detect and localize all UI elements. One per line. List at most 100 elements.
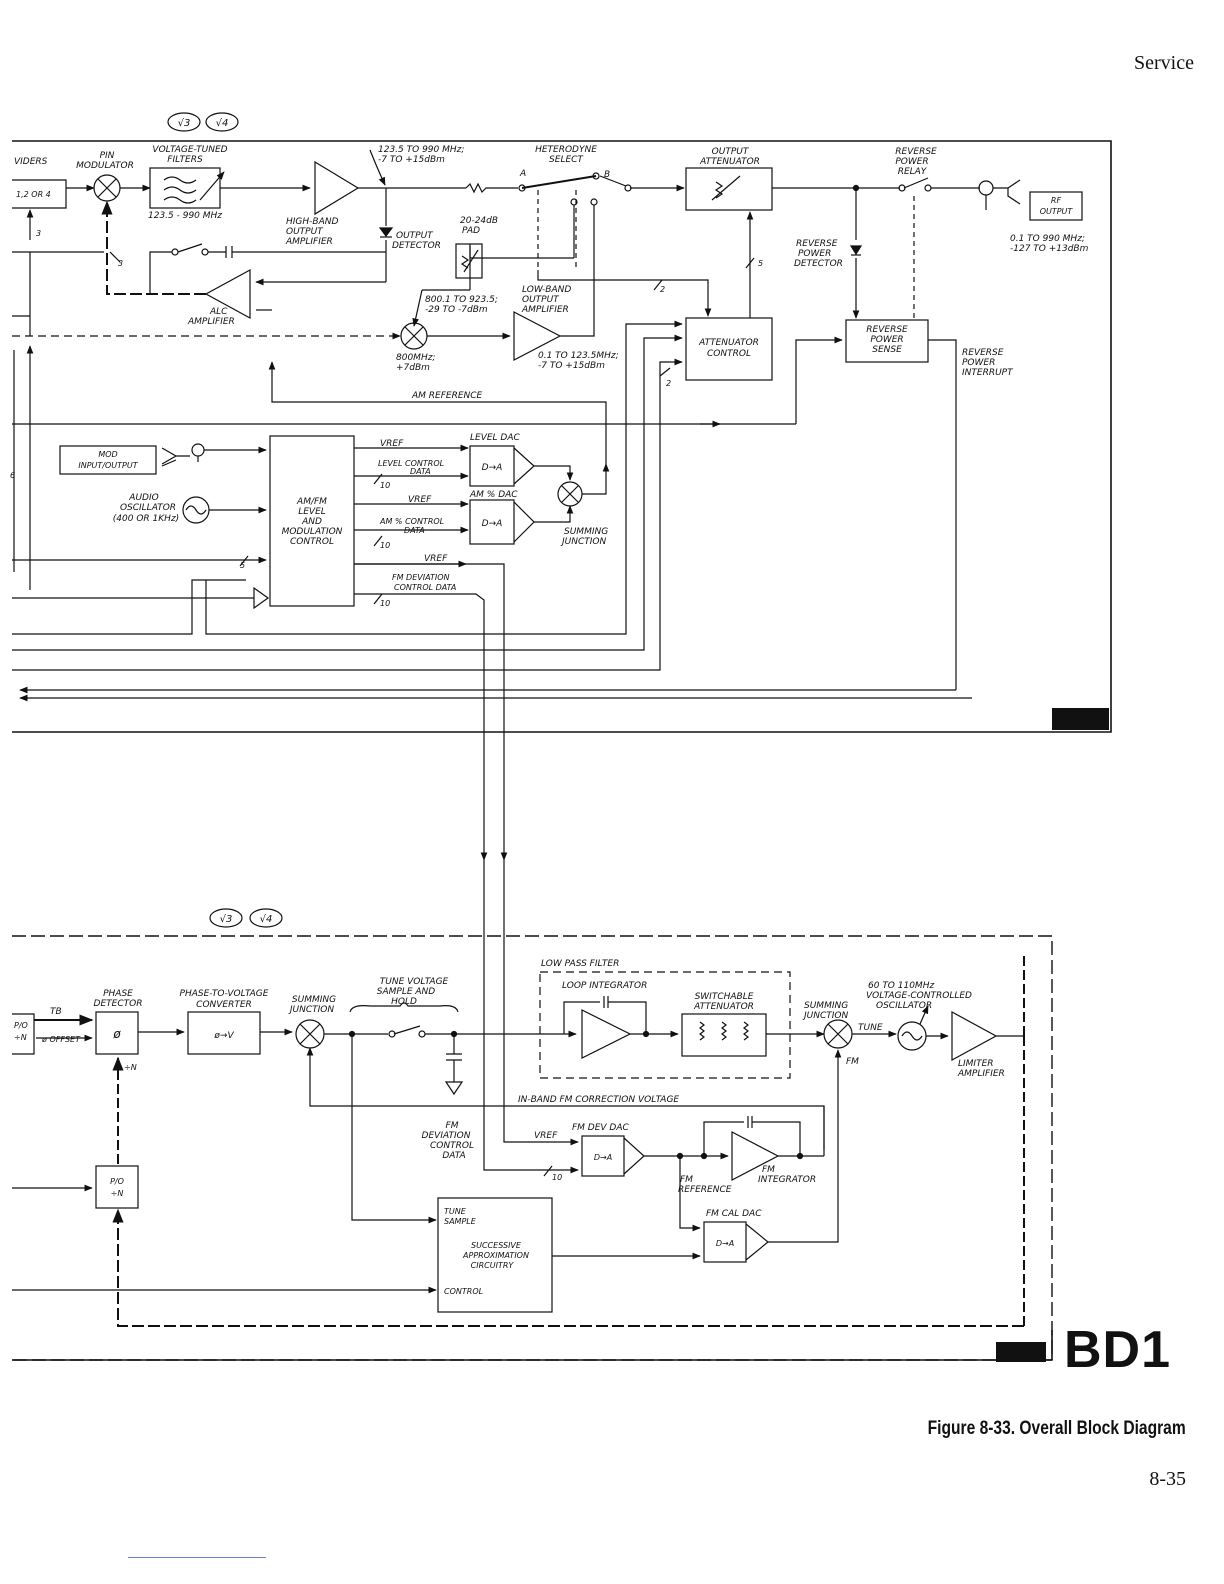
label-pd-div-1: ÷N: [14, 1033, 27, 1042]
successive-approximation-circuitry: [437, 1197, 553, 1313]
label-hb-amp-1: OUTPUT: [286, 227, 324, 237]
alc-amplifier: [204, 268, 251, 320]
page-header: Service: [1134, 52, 1194, 74]
label-rev-det-1: POWER: [798, 249, 831, 259]
label-amfm-ctrl-1: LEVEL: [298, 507, 326, 517]
label-rf-range-0: 0.1 TO 990 MHz;: [1010, 234, 1085, 244]
attenuator-control: [685, 317, 773, 381]
label-labels-vref: VREF: [380, 439, 404, 449]
label-lo-freq-1: +7dBm: [396, 363, 430, 373]
label-labels-d-to-a: D→A: [482, 463, 503, 473]
label-lo-freq-0: 800MHz;: [396, 353, 435, 363]
label-fm-dev-ctrl-2: CONTROL: [430, 1141, 474, 1151]
label-labels-level-dac: LEVEL DAC: [470, 433, 521, 443]
output-attenuator: [685, 167, 773, 211]
label-rev-int-2: INTERRUPT: [962, 368, 1014, 378]
label-sac-3: APPROXIMATION: [462, 1251, 529, 1260]
label-labels-vref: VREF: [424, 554, 448, 564]
label-audio-osc-0: AUDIO: [128, 493, 158, 503]
label-bus-8: 10: [380, 599, 390, 608]
fm-cal-dac: [703, 1221, 747, 1263]
label-labels-d-to-a: D→A: [716, 1239, 734, 1248]
bd3-label: BD3: [1006, 1346, 1036, 1361]
label-sac-4: CIRCUITRY: [471, 1261, 515, 1270]
limiter-amplifier: [951, 1010, 998, 1062]
label-fm-ref-0: FM: [680, 1175, 693, 1185]
label-rev-sense-1: POWER: [870, 335, 903, 345]
label-refs-1: √4: [216, 118, 229, 129]
label-amfm-ctrl-4: CONTROL: [290, 537, 334, 547]
label-rev-relay-2: RELAY: [898, 167, 928, 177]
label-amfm-ctrl-0: AM/FM: [296, 497, 327, 507]
label-tv-sh-0: TUNE VOLTAGE: [380, 977, 449, 987]
low-band-output-amplifier: [513, 311, 562, 361]
label-atten-ctrl-1: CONTROL: [707, 349, 751, 359]
label-out-det-0: OUTPUT: [396, 231, 434, 241]
label-out-det-1: DETECTOR: [392, 241, 441, 251]
label-labels-fm-dev-dac: FM DEV DAC: [572, 1123, 630, 1133]
label-level-data-0: LEVEL CONTROL: [378, 459, 444, 468]
label-rev-relay-1: POWER: [895, 157, 928, 167]
bd2-frame: [12, 140, 1112, 733]
label-het-sel-0: HETERODYNE: [535, 145, 597, 155]
label-labels-pv-sym: ø→V: [213, 1031, 234, 1041]
label-labels-bus: 10: [552, 1173, 562, 1182]
label-labels-d-to-a: D→A: [482, 519, 503, 529]
label-mod-io-0: MOD: [98, 450, 117, 459]
bd2-label: BD2: [1063, 711, 1097, 729]
label-out-atten-0: OUTPUT: [712, 147, 750, 157]
label-phase-det-0: PHASE: [103, 989, 133, 999]
label-pv-conv-1: CONVERTER: [196, 1000, 252, 1010]
label-limiter-0: LIMITER: [958, 1059, 994, 1069]
label-vt-filters-1: FILTERS: [167, 155, 203, 165]
label-sw-atten-0: SWITCHABLE: [695, 992, 754, 1002]
label-alc-amp-1: AMPLIFIER: [187, 317, 235, 327]
label-rev-relay-0: REVERSE: [895, 147, 937, 157]
label-rev-int-0: REVERSE: [962, 348, 1004, 358]
label-labels-phi: ø: [112, 1027, 121, 1041]
label-bus-2: 5: [758, 259, 763, 268]
label-fm-dev-data-1: CONTROL DATA: [394, 583, 456, 592]
label-rf-out-1: OUTPUT: [1040, 207, 1074, 216]
label-pv-conv-0: PHASE-TO-VOLTAGE: [180, 989, 269, 999]
sheet-id: BD1: [1064, 1321, 1172, 1379]
label-lb-range-0: 0.1 TO 123.5MHz;: [538, 351, 619, 361]
label-bus-5: 10: [380, 481, 390, 490]
pad-resistor: [465, 182, 518, 194]
label-summing-1: JUNCTION: [560, 537, 606, 547]
label-sac-2: SUCCESSIVE: [471, 1241, 522, 1250]
label-labels-tune: TUNE: [858, 1023, 883, 1033]
po-divider-lower: [95, 1165, 139, 1209]
label-sw-atten-1: ATTENUATOR: [693, 1002, 754, 1012]
fm-integrator: [731, 1131, 780, 1181]
label-summing2-0: SUMMING: [804, 1001, 848, 1011]
label-tv-sh-1: SAMPLE AND: [377, 987, 436, 997]
po-divider-left: [12, 1013, 35, 1055]
label-fm-dev-ctrl-0: FM: [446, 1121, 459, 1131]
dividers-block: [12, 179, 67, 209]
label-phase-det-1: DETECTOR: [94, 999, 143, 1009]
label-pd-div-0: P/O: [14, 1021, 28, 1030]
label-summing-0: SUMMING: [292, 995, 336, 1005]
label-labels-sw-a: A: [519, 169, 526, 179]
pad-block: [455, 243, 483, 279]
label-rev-sense-2: SENSE: [872, 345, 902, 355]
label-labels-lpf: LOW PASS FILTER: [541, 959, 619, 969]
label-pad-1: PAD: [462, 226, 480, 236]
label-lb-amp-0: LOW-BAND: [522, 285, 571, 295]
footer-rule: [128, 1557, 266, 1558]
label-rev-int-1: POWER: [962, 358, 995, 368]
rf-output-block: [1029, 191, 1083, 221]
page-number: 8-35: [1149, 1468, 1186, 1490]
label-lb-amp-2: AMPLIFIER: [521, 305, 569, 315]
label-labels-div-ratio: 1,2 OR 4: [16, 190, 51, 199]
label-pd-div2-0: P/O: [110, 1177, 124, 1186]
low-pass-filter: [539, 971, 791, 1079]
label-labels-vref: VREF: [534, 1131, 558, 1141]
label-hb-range-0: 123.5 TO 990 MHz;: [378, 145, 464, 155]
label-fm-dev-ctrl-1: DEVIATION: [422, 1131, 471, 1141]
label-pin-mod-1: MODULATOR: [76, 161, 134, 171]
label-labels-dividers: VIDERS: [14, 157, 48, 167]
output-detector: [378, 227, 394, 237]
